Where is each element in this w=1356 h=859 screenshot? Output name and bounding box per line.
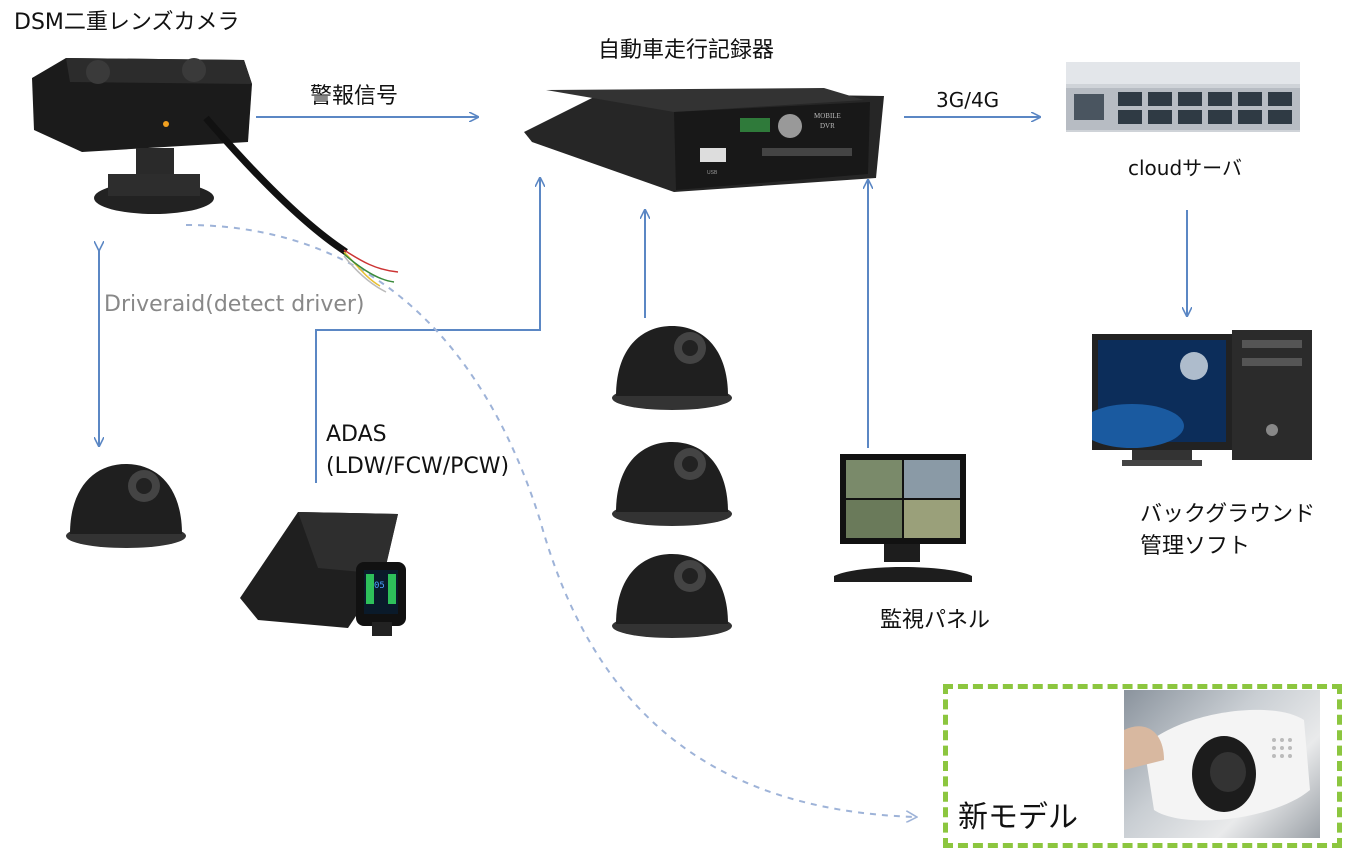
adas-label-line2: (LDW/FCW/PCW): [326, 454, 510, 479]
vehicle-recorder-device: MOBILE DVR USB: [524, 82, 884, 194]
backend-label-line1: バックグラウンド: [1140, 502, 1316, 527]
adas-label-line1: ADAS: [326, 422, 387, 447]
alarm-signal-label: 警報信号: [310, 84, 399, 109]
dsm-camera-label: DSM二重レンズカメラ: [14, 10, 240, 35]
adas-display-text: 05: [374, 581, 385, 591]
adas-device: 05: [238, 502, 420, 642]
dome-camera-3: [610, 548, 734, 640]
backend-label-line2: 管理ソフト: [1140, 534, 1251, 559]
monitor-panel-device: [828, 454, 978, 588]
dome-camera-1: [610, 320, 734, 412]
dvr-usb-text: USB: [707, 170, 718, 176]
dvr-dvr-text: DVR: [820, 122, 835, 130]
dome-camera-driveraid: [64, 458, 188, 550]
dvr-mobile-text: MOBILE: [814, 112, 841, 120]
new-model-photo: [1124, 690, 1320, 838]
dsm-camera-device: [26, 56, 406, 296]
cloud-server-label: cloudサーバ: [1128, 156, 1242, 180]
new-model-label: 新モデル: [958, 800, 1078, 835]
network-label: 3G/4G: [936, 88, 1000, 112]
driveraid-label: Driveraid(detect driver): [104, 292, 365, 317]
monitor-panel-label: 監視パネル: [880, 608, 991, 633]
new-model-box: [943, 684, 1342, 848]
backend-pc-device: [1080, 330, 1314, 484]
cloud-server-device: [1066, 62, 1300, 132]
dome-camera-2: [610, 436, 734, 528]
recorder-label: 自動車走行記録器: [598, 38, 775, 63]
